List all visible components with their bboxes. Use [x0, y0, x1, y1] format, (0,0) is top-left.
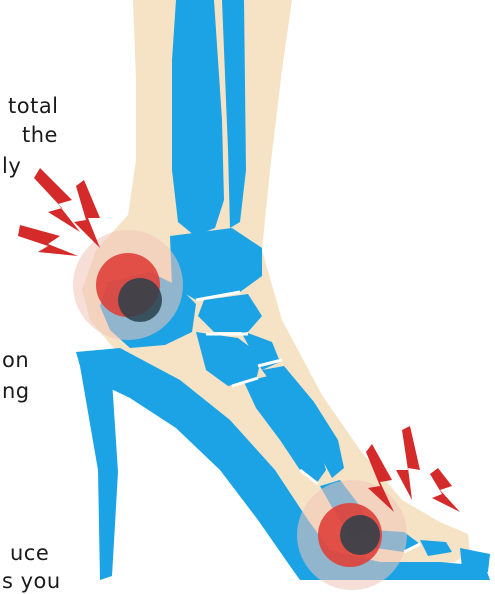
lightning-bolt-icon [366, 426, 460, 512]
ball-of-foot-pain-point [297, 480, 407, 590]
lightning-bolt-icon [18, 168, 100, 256]
heel-pain-point [73, 230, 183, 340]
